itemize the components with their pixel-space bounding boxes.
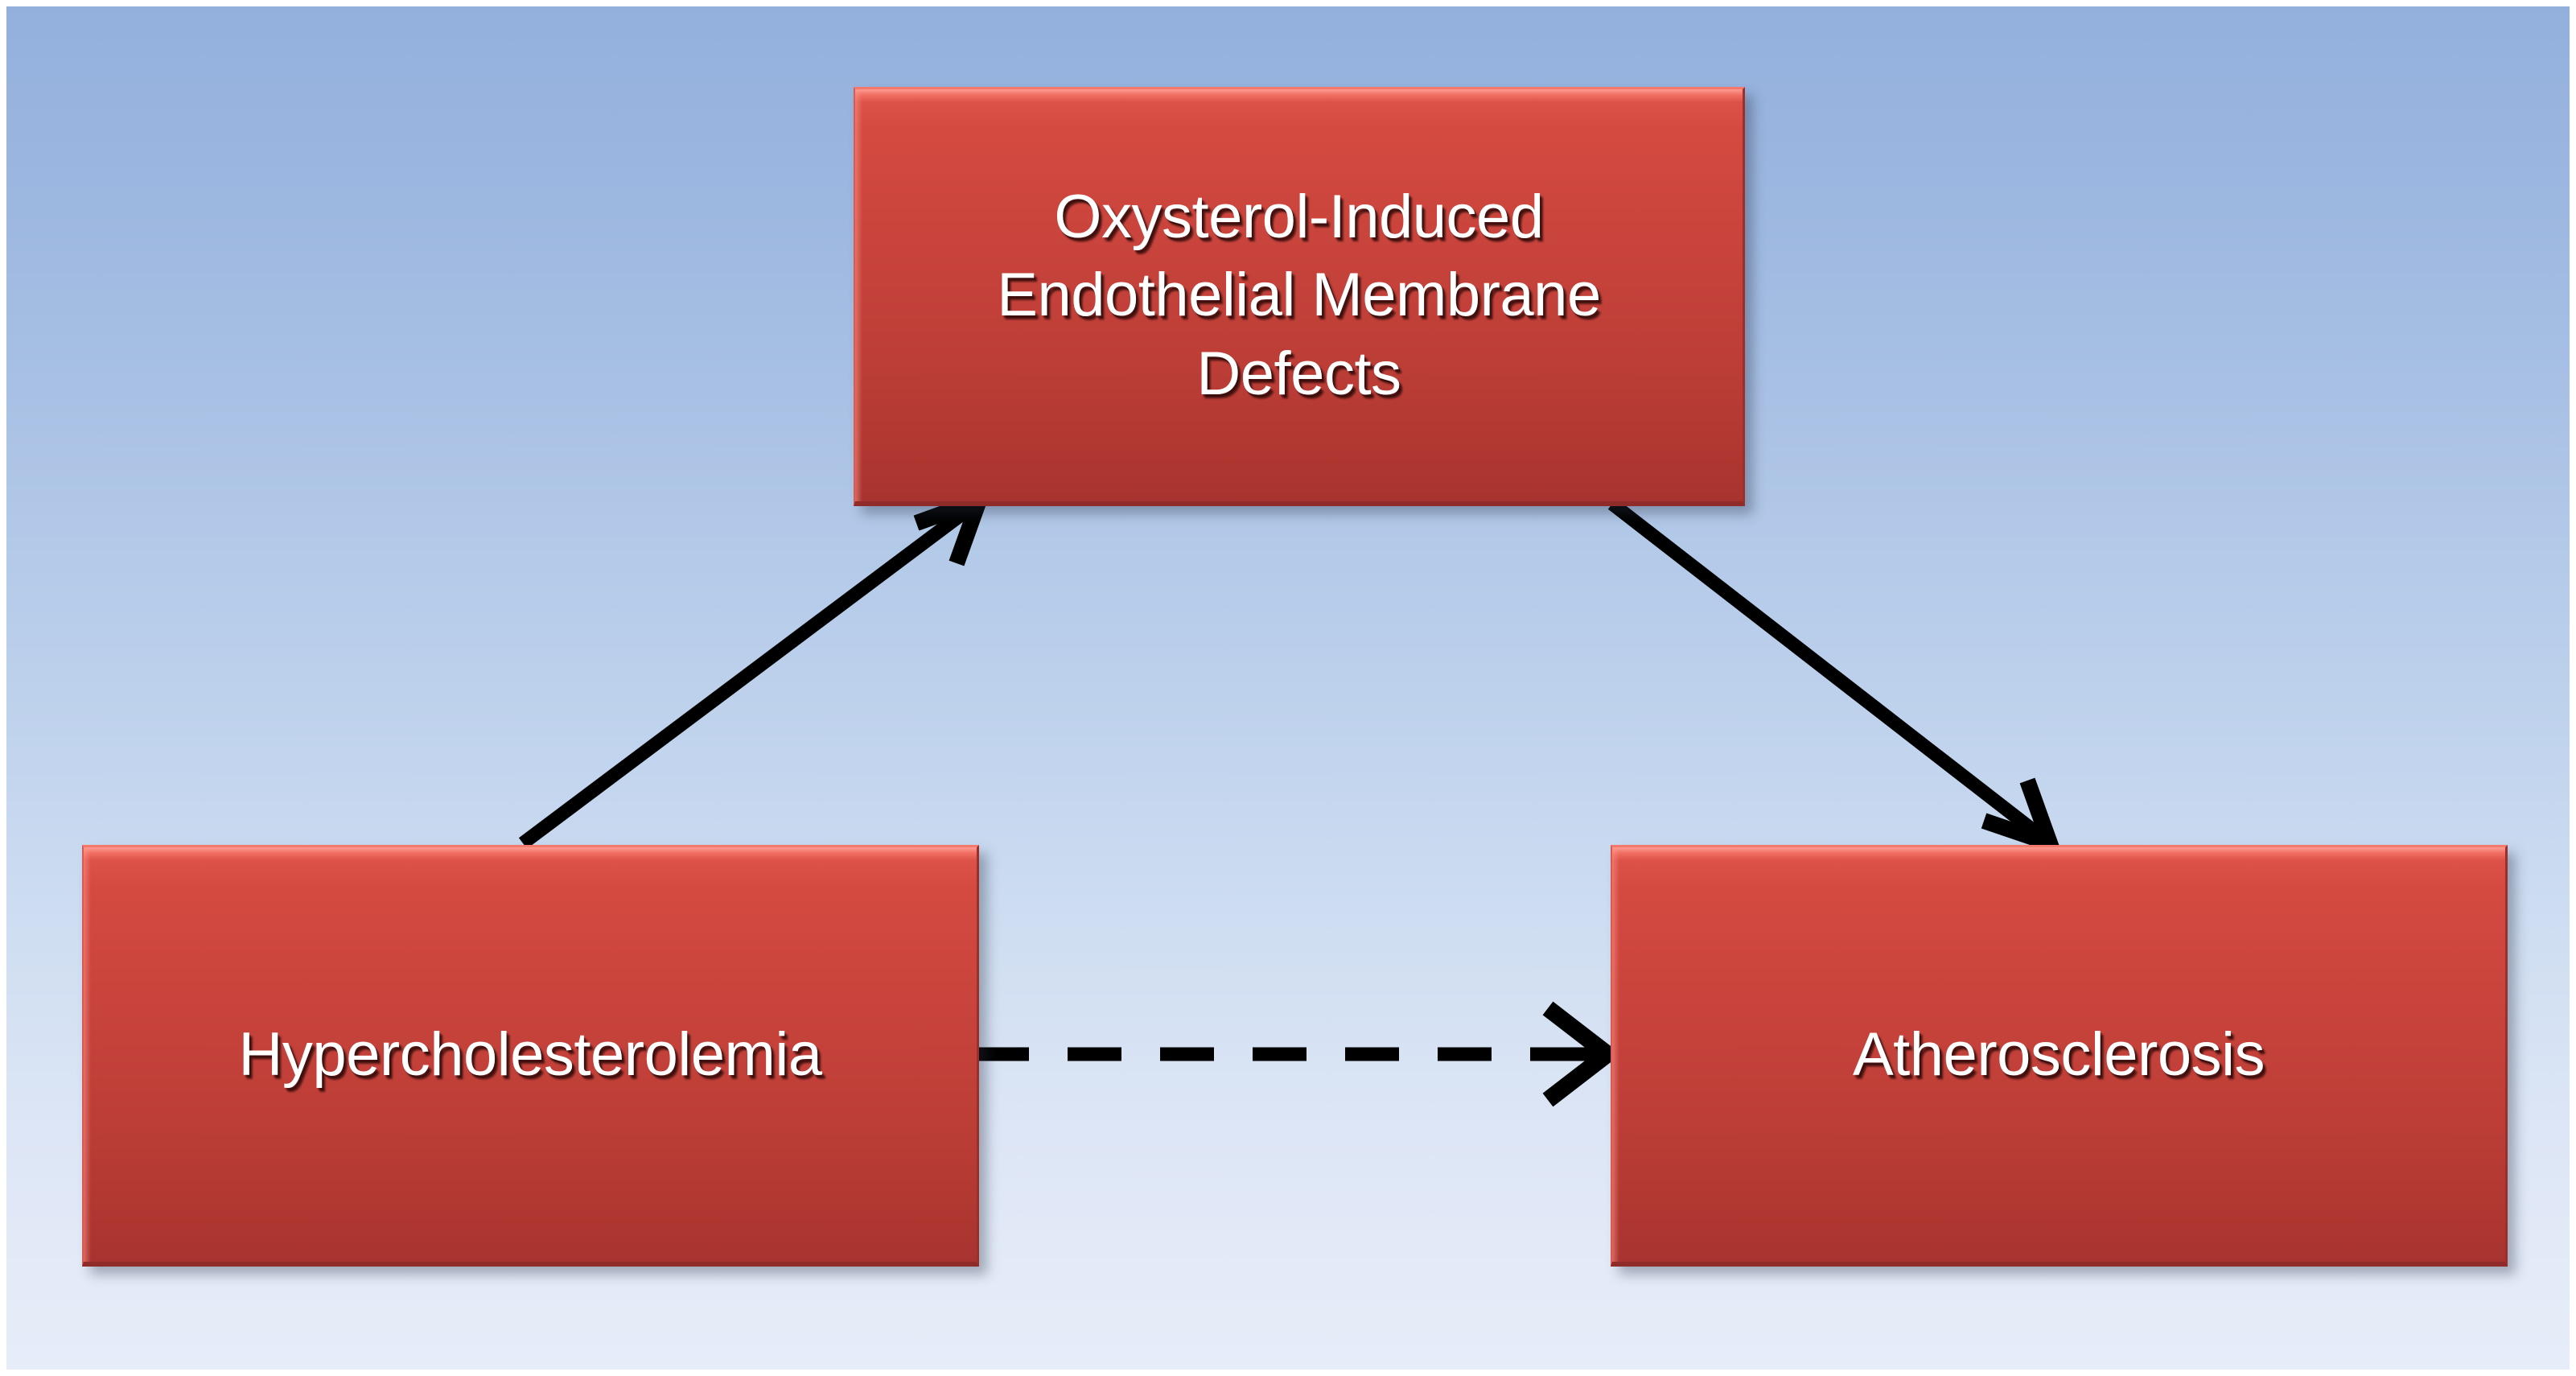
node-label-hypercholesterolemia: Hypercholesterolemia [238,1020,823,1089]
node-atherosclerosis[interactable]: Atherosclerosis [1611,845,2508,1267]
node-label-atherosclerosis: Atherosclerosis [1852,1020,2265,1089]
node-oxysterol-induced-endothelial-membrane-defects[interactable]: Oxysterol-Induced Endothelial Membrane D… [854,87,1745,506]
slide-background: Oxysterol-Induced Endothelial Membrane D… [6,6,2570,1370]
connector-oxysterol-to-atherosclerosis [1607,498,2064,857]
node-label-oxysterol: Oxysterol-Induced Endothelial Membrane D… [997,183,1601,408]
connector-hypercholesterolemia-to-atherosclerosis [975,1001,1622,1107]
node-hypercholesterolemia[interactable]: Hypercholesterolemia [82,845,979,1267]
connector-hypercholesterolemia-to-oxysterol [518,487,993,849]
